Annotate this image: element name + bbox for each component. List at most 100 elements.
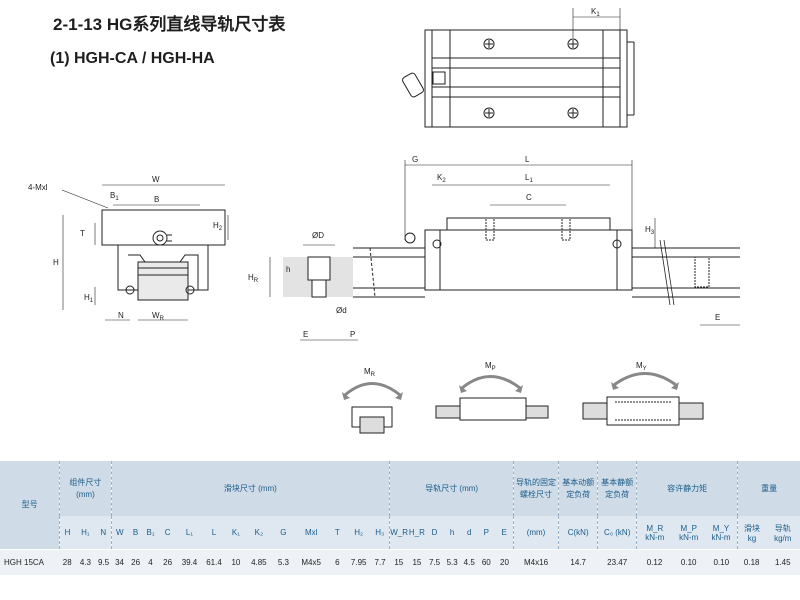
cell: 4.5 — [461, 549, 478, 575]
cell: 61.4 — [201, 549, 227, 575]
cell: 7.7 — [370, 549, 390, 575]
dim-g-label: G — [412, 155, 418, 164]
col-small-h: h — [443, 516, 462, 550]
dimension-spec-table: 型号 组件尺寸 (mm) 滑块尺寸 (mm) 导轨尺寸 (mm) 导轨的固定螺栓… — [0, 461, 800, 575]
col-l: L — [201, 516, 227, 550]
dim-d-label: Ød — [336, 306, 347, 315]
cell: 5.3 — [272, 549, 295, 575]
cell: 26 — [157, 549, 178, 575]
dim-e-label: E — [303, 330, 308, 339]
cell: 4.85 — [245, 549, 273, 575]
cell: 0.10 — [704, 549, 738, 575]
cell: 4.3 — [74, 549, 97, 575]
dim-l-label: L — [525, 155, 530, 164]
dim-l1-label: L1 — [525, 173, 533, 184]
side-view-drawing — [269, 160, 740, 341]
dim-p-label: P — [350, 330, 355, 339]
col-h3: H₃ — [370, 516, 390, 550]
cell: 20 — [495, 549, 514, 575]
moment-mp-label: MP — [485, 361, 496, 372]
dim-hr-label: HR — [248, 273, 259, 284]
cell: 28 — [59, 549, 75, 575]
table-sub-header-row: H H₁ N W B B₁ C L₁ L K₁ K₂ G Mxl T H₂ H₃… — [0, 516, 800, 550]
moment-mp-diagram — [435, 375, 549, 421]
cell: 15 — [407, 549, 426, 575]
col-dyn-unit: C(kN) — [557, 516, 598, 550]
dim-wr-label: WR — [152, 311, 165, 322]
cell: 15 — [389, 549, 408, 575]
model-header: 型号 — [0, 461, 60, 550]
dim-small-h-label: h — [286, 265, 290, 274]
dim-od-label: ØD — [312, 231, 324, 240]
dim-b-label: B — [154, 195, 159, 204]
cell: 7.95 — [346, 549, 371, 575]
cell: M4x16 — [513, 549, 559, 575]
col-small-d: d — [461, 516, 478, 550]
dim-e2-label: E — [715, 313, 720, 322]
dim-n-label: N — [118, 311, 124, 320]
dim-h3-label: H3 — [645, 225, 655, 236]
table-row: HGH 15CA 28 4.3 9.5 34 26 4 26 39.4 61.4… — [0, 549, 800, 575]
cell: 60 — [477, 549, 496, 575]
dim-k2-label: K2 — [437, 173, 446, 184]
cell: 0.12 — [636, 549, 673, 575]
cell-model: HGH 15CA — [0, 549, 60, 575]
dim-mxl-label: 4-Mxl — [28, 183, 48, 192]
col-b: B — [128, 516, 144, 550]
cell: 0.18 — [737, 549, 766, 575]
dim-t-label: T — [80, 229, 85, 238]
rail-header: 导轨尺寸 (mm) — [389, 461, 514, 516]
table-group-header-row: 型号 组件尺寸 (mm) 滑块尺寸 (mm) 导轨尺寸 (mm) 导轨的固定螺栓… — [0, 461, 800, 550]
cell: 9.5 — [96, 549, 112, 575]
col-c: C — [157, 516, 178, 550]
dim-w-label: W — [152, 175, 160, 184]
dim-h-label: H — [53, 258, 59, 267]
col-bolt-unit: (mm) — [513, 516, 559, 550]
moment-mr-label: MR — [364, 367, 376, 378]
static-load-header: 基本静额定负荷 — [597, 461, 637, 516]
cell: M4x5 — [294, 549, 328, 575]
col-stat-unit: C₀ (kN) — [597, 516, 637, 550]
cell: 5.3 — [443, 549, 462, 575]
cell: 7.5 — [425, 549, 444, 575]
page-subtitle: (1) HGH-CA / HGH-HA — [50, 50, 215, 67]
top-view-drawing — [402, 8, 635, 128]
col-e: E — [495, 516, 514, 550]
col-h1: H₁ — [74, 516, 97, 550]
cell: 39.4 — [177, 549, 202, 575]
col-b1: B₁ — [143, 516, 158, 550]
cell: 34 — [111, 549, 129, 575]
cell: 23.47 — [597, 549, 637, 575]
cell: 14.7 — [558, 549, 598, 575]
assembly-header: 组件尺寸 (mm) — [59, 461, 112, 516]
col-p: P — [477, 516, 496, 550]
col-l1: L₁ — [177, 516, 202, 550]
cell: 10 — [226, 549, 246, 575]
technical-drawings: K1 W B B1 4-Mxl T H H1 H2 N WR — [28, 7, 740, 434]
col-wr: W_R — [389, 516, 408, 550]
col-k1: K₁ — [226, 516, 246, 550]
col-n: N — [96, 516, 112, 550]
col-h2: H₂ — [346, 516, 371, 550]
page-title: 2-1-13 HG系列直线导轨尺寸表 — [53, 15, 286, 34]
dim-h1-label: H1 — [84, 293, 94, 304]
front-view-drawing — [61, 184, 229, 321]
col-w: W — [110, 516, 129, 550]
cell: 1.45 — [765, 549, 800, 575]
dim-c-label: C — [526, 193, 532, 202]
col-g: G — [272, 516, 295, 550]
dim-b1-label: B1 — [110, 191, 119, 202]
weight-header: 重量 — [737, 461, 800, 516]
block-header: 滑块尺寸 (mm) — [110, 461, 390, 516]
col-k2: K₂ — [245, 516, 273, 550]
cell: 6 — [327, 549, 347, 575]
moment-mr-diagram — [342, 382, 403, 434]
moment-my-label: MY — [636, 361, 647, 372]
bolt-header: 导轨的固定螺栓尺寸 — [513, 461, 559, 516]
dim-h2-label: H2 — [213, 221, 223, 232]
